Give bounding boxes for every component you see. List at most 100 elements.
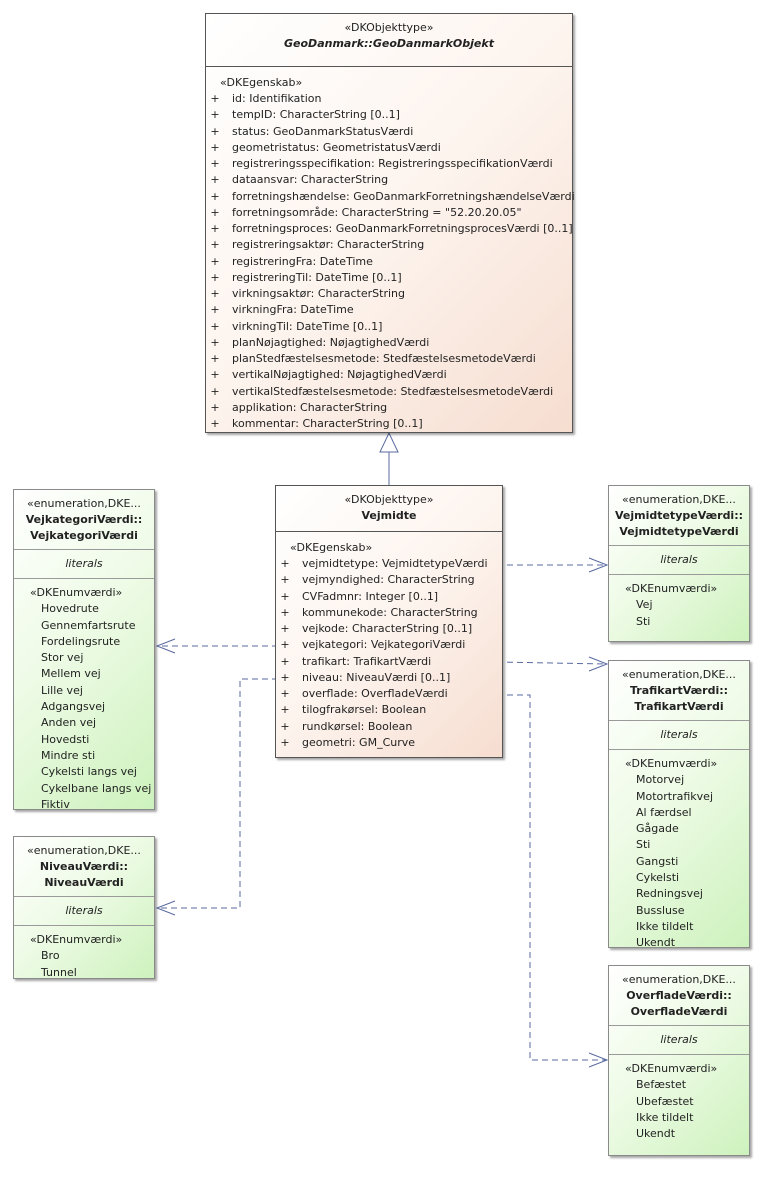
enum-literal[interactable]: Fiktiv: [41, 797, 70, 811]
enum-literal[interactable]: Hovedsti: [41, 732, 90, 746]
visibility-public: +: [280, 687, 290, 700]
enum-header: «enumeration,DKE...TrafikartVærdi::Trafi…: [609, 661, 749, 721]
enum-literal[interactable]: Ikke tildelt: [636, 1110, 694, 1124]
visibility-public: +: [210, 384, 220, 398]
visibility-public: +: [210, 92, 220, 105]
visibility-public: +: [280, 719, 290, 733]
attribute-text: CVFadmnr: Integer [0..1]: [302, 589, 439, 603]
enum-literal[interactable]: Hovedrute: [41, 602, 99, 616]
attribute-text: niveau: NiveauVærdi [0..1]: [302, 670, 451, 684]
attribute-text: vejkode: CharacterString [0..1]: [302, 622, 473, 635]
enum-literal[interactable]: Mindre sti: [41, 748, 96, 762]
enum-literal[interactable]: Vej: [636, 598, 653, 612]
visibility-public: +: [210, 335, 220, 349]
enum-name-line1: NiveauVærdi::: [39, 860, 129, 873]
attribute-text: forretningsområde: CharacterString = "52…: [232, 205, 522, 219]
visibility-public: +: [210, 270, 220, 284]
class-header: «DKObjekttype» GeoDanmark::GeoDanmarkObj…: [206, 14, 572, 67]
enum-literal[interactable]: Adgangsvej: [41, 700, 106, 714]
enum-literal[interactable]: Befæstet: [636, 1078, 687, 1092]
assoc-trafikart-arrow: [588, 656, 609, 672]
enum-trafikartvaerdi[interactable]: «enumeration,DKE...TrafikartVærdi::Trafi…: [608, 660, 750, 950]
enum-literal[interactable]: Lille vej: [41, 683, 83, 697]
enum-literal[interactable]: Sti: [636, 614, 651, 628]
visibility-public: +: [280, 735, 290, 749]
attribute-text: virkningsaktør: CharacterString: [232, 287, 405, 300]
class-header: «DKObjekttype» Vejmidte: [276, 486, 502, 532]
enum-name-line1: TrafikartVærdi::: [629, 684, 729, 697]
enum-literal[interactable]: Cykelbane langs vej: [41, 781, 152, 795]
visibility-public: +: [210, 400, 220, 414]
assoc-vejmidtetype-arrow: [588, 557, 609, 573]
visibility-public: +: [210, 352, 220, 365]
assoc-vejmidtetype: [488, 559, 607, 571]
enum-literal[interactable]: Tunnel: [41, 965, 77, 979]
enum-literal[interactable]: Fordelingsrute: [41, 634, 121, 648]
enum-literal[interactable]: Ubefæstet: [636, 1094, 694, 1108]
enum-name-line2: TrafikartVærdi: [634, 700, 724, 713]
enum-literal[interactable]: Anden vej: [41, 716, 97, 730]
enum-literal[interactable]: Motortrafikvej: [636, 789, 713, 803]
visibility-public: +: [210, 319, 220, 333]
enum-literal[interactable]: Cykelsti langs vej: [41, 765, 137, 779]
class-stereotype: «DKObjekttype»: [344, 21, 434, 34]
enum-name-line2: NiveauVærdi: [44, 876, 124, 889]
visibility-public: +: [210, 254, 220, 268]
enum-niveauvaerdi[interactable]: «enumeration,DKE...NiveauVærdi::NiveauVæ…: [13, 836, 155, 979]
attribute-text: registreringsaktør: CharacterString: [232, 238, 425, 252]
enum-header: «enumeration,DKE...VejkategoriVærdi::Vej…: [14, 490, 154, 550]
enum-name-line2: OverfladeVærdi: [630, 1005, 728, 1018]
enum-literal[interactable]: Stor vej: [41, 651, 84, 665]
visibility-public: +: [280, 557, 290, 570]
enum-literal[interactable]: Cykelsti: [636, 871, 680, 885]
enum-stereotype: «enumeration,DKE...: [622, 493, 736, 506]
attribute-text: forretningsproces: GeoDanmarkForretnings…: [232, 222, 573, 235]
attribute-text: tempID: CharacterString [0..1]: [232, 108, 400, 122]
enum-literal[interactable]: Sti: [636, 838, 651, 852]
enum-literal[interactable]: Ikke tildelt: [636, 919, 694, 933]
class-geodanmarkobjekt[interactable]: «DKObjekttype» GeoDanmark::GeoDanmarkObj…: [205, 13, 575, 433]
enum-literal[interactable]: Al færdsel: [636, 805, 692, 819]
attribute-text: virkningTil: DateTime [0..1]: [232, 319, 383, 333]
generalization-arrowhead: [379, 431, 399, 453]
attribute-text: vejmidtetype: VejmidtetypeVærdi: [302, 557, 488, 570]
attribute-text: vejkategori: VejkategoriVærdi: [302, 638, 466, 652]
attribute-text: virkningFra: DateTime: [232, 303, 354, 317]
enum-literal[interactable]: Gågade: [636, 822, 679, 836]
visibility-public: +: [210, 205, 220, 219]
visibility-public: +: [280, 638, 290, 652]
enum-literal[interactable]: Ukendt: [636, 936, 676, 950]
visibility-public: +: [210, 140, 220, 154]
enum-literal[interactable]: Motorvej: [636, 773, 685, 787]
enum-literal[interactable]: Gangsti: [636, 854, 679, 868]
enum-literal[interactable]: Ukendt: [636, 1127, 676, 1141]
enum-literal[interactable]: Bussluse: [636, 903, 685, 917]
attribute-text: planNøjagtighed: NøjagtighedVærdi: [232, 335, 430, 349]
enum-literal[interactable]: Bro: [41, 949, 60, 963]
enum-stereotype: «enumeration,DKE...: [27, 844, 141, 857]
visibility-public: +: [210, 124, 220, 138]
class-vejmidte[interactable]: «DKObjekttype» Vejmidte «DKEgenskab» +ve…: [275, 485, 503, 758]
visibility-public: +: [280, 622, 290, 635]
visibility-public: +: [210, 303, 220, 317]
visibility-public: +: [210, 189, 220, 203]
enum-section-stereotype: «DKEnumværdi»: [30, 586, 123, 599]
enum-overfladevaerdi[interactable]: «enumeration,DKE...OverfladeVærdi::Overf…: [608, 965, 750, 1156]
attribute-text: planStedfæstelsesmetode: Stedfæstelsesme…: [232, 352, 536, 365]
attribute-text: id: Identifikation: [232, 92, 322, 105]
enum-literal[interactable]: Mellem vej: [41, 667, 101, 681]
visibility-public: +: [280, 605, 290, 619]
enum-literal[interactable]: Redningsvej: [636, 887, 703, 901]
enum-literal[interactable]: Gennemfartsrute: [41, 618, 136, 632]
assoc-niveau: [157, 678, 288, 909]
assoc-overflade-arrow: [588, 1052, 609, 1068]
enum-vejkategorivaerdi[interactable]: «enumeration,DKE...VejkategoriVærdi::Vej…: [13, 489, 155, 811]
enum-vejmidtetypevaerdi[interactable]: «enumeration,DKE...VejmidtetypeVærdi::Ve…: [608, 485, 750, 642]
enum-name-line2: VejkategoriVærdi: [30, 529, 138, 542]
attribute-text: trafikart: TrafikartVærdi: [302, 654, 432, 668]
assoc-vejkategori-arrow: [155, 638, 176, 654]
attribute-text: forretningshændelse: GeoDanmarkForretnin…: [232, 189, 575, 203]
literals-title: literals: [65, 557, 103, 570]
